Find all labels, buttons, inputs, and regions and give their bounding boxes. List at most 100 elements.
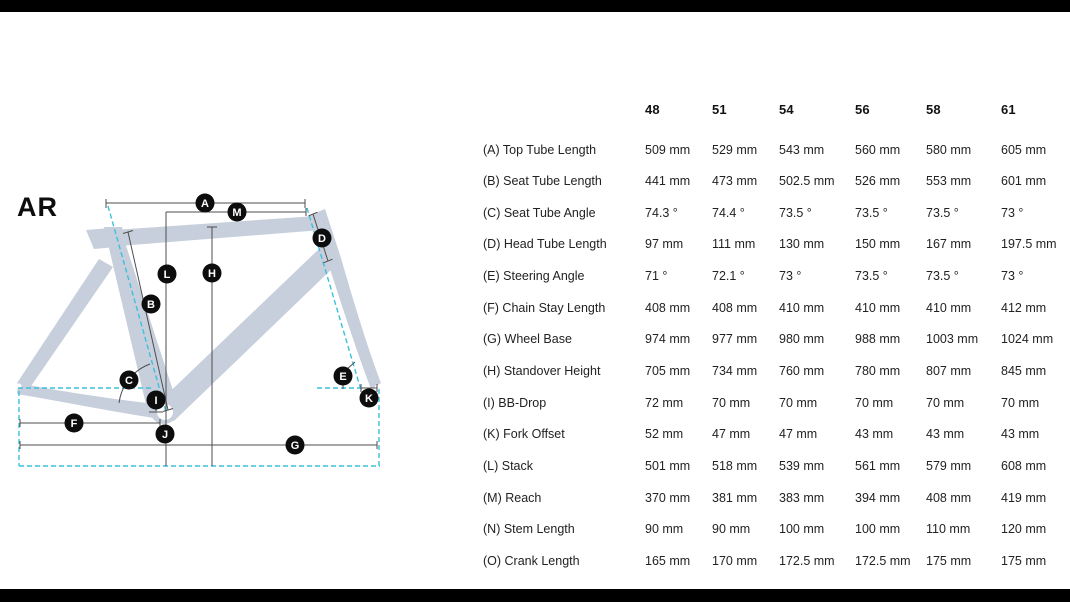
row-value: 70 mm (926, 395, 965, 410)
row-value: 73.5 ° (779, 205, 812, 220)
row-value: 110 mm (926, 522, 971, 537)
row-value: 1024 mm (1001, 332, 1054, 347)
row-value: 561 mm (855, 458, 901, 473)
size-column-header: 51 (712, 101, 727, 117)
row-value: 408 mm (645, 300, 691, 315)
row-value: 74.3 ° (645, 205, 678, 220)
row-label: (C) Seat Tube Angle (483, 205, 596, 220)
marker-M: M (227, 202, 247, 222)
row-value: 605 mm (1001, 142, 1047, 157)
row-value: 408 mm (712, 300, 758, 315)
seat-tube (104, 227, 178, 413)
row-value: 90 mm (645, 522, 684, 537)
table-row: (O) Crank Length 165 mm 170 mm 172.5 mm 172.… (483, 545, 1070, 577)
row-value: 980 mm (779, 332, 825, 347)
svg-text:C: C (125, 375, 133, 387)
svg-text:M: M (232, 207, 241, 219)
svg-text:G: G (291, 440, 300, 452)
row-value: 601 mm (1001, 174, 1047, 189)
row-value: 988 mm (855, 332, 901, 347)
chain-stay-measure-line (19, 419, 161, 427)
row-value: 172.5 mm (779, 553, 835, 568)
wheelbase-measure-line (19, 441, 378, 449)
row-value: 111 mm (712, 237, 756, 252)
row-value: 70 mm (712, 395, 751, 410)
standover-vertical-line (207, 226, 217, 466)
svg-text:H: H (208, 268, 216, 280)
row-value: 410 mm (779, 300, 825, 315)
row-value: 974 mm (645, 332, 691, 347)
row-value: 560 mm (855, 142, 901, 157)
row-value: 502.5 mm (779, 174, 835, 189)
marker-I: I (146, 390, 166, 410)
marker-A: A (195, 193, 215, 213)
row-value: 977 mm (712, 332, 758, 347)
svg-text:B: B (147, 299, 155, 311)
marker-J: J (155, 424, 175, 444)
marker-C: C (119, 370, 139, 390)
row-value: 473 mm (712, 174, 758, 189)
row-value: 74.4 ° (712, 205, 745, 220)
diagram-markers: A M D L H B C E (64, 193, 379, 455)
row-value: 72 mm (645, 395, 684, 410)
size-column-header: 54 (779, 101, 794, 117)
row-value: 383 mm (779, 490, 825, 505)
marker-B: B (141, 294, 161, 314)
row-value: 410 mm (926, 300, 972, 315)
row-value: 518 mm (712, 458, 758, 473)
svg-text:J: J (162, 429, 168, 441)
row-value: 381 mm (712, 490, 758, 505)
row-value: 845 mm (1001, 364, 1047, 379)
row-value: 526 mm (855, 174, 901, 189)
row-value: 165 mm (645, 553, 691, 568)
row-label: (A) Top Tube Length (483, 142, 597, 157)
row-value: 1003 mm (926, 332, 979, 347)
row-label: (D) Head Tube Length (483, 237, 607, 252)
row-value: 705 mm (645, 364, 691, 379)
row-value: 73.5 ° (926, 205, 959, 220)
row-value: 90 mm (712, 522, 751, 537)
model-name-title: AR (17, 192, 58, 222)
row-value: 760 mm (779, 364, 825, 379)
row-value: 120 mm (1001, 522, 1047, 537)
row-value: 150 mm (855, 237, 901, 252)
marker-D: D (312, 228, 332, 248)
row-label: (O) Crank Length (483, 553, 580, 568)
marker-E: E (333, 366, 353, 386)
row-value: 553 mm (926, 174, 972, 189)
table-row: (C) Seat Tube Angle 74.3 ° 74.4 ° 73.5 ° 73.… (483, 197, 1070, 229)
seat-stay (17, 259, 113, 392)
row-value: 73.5 ° (926, 269, 959, 284)
row-value: 70 mm (779, 395, 818, 410)
row-value: 780 mm (855, 364, 901, 379)
row-value: 47 mm (779, 427, 818, 442)
row-value: 167 mm (926, 237, 972, 252)
fork-offset-measure-line (360, 384, 378, 392)
row-value: 70 mm (1001, 395, 1040, 410)
row-value: 175 mm (1001, 553, 1047, 568)
size-column-header: 56 (855, 101, 870, 117)
svg-text:A: A (201, 198, 209, 210)
top-black-bar (0, 0, 1070, 12)
row-value: 734 mm (712, 364, 758, 379)
row-value: 43 mm (855, 427, 894, 442)
size-column-header: 58 (926, 101, 941, 117)
row-value: 412 mm (1001, 300, 1047, 315)
size-column-header: 61 (1001, 101, 1016, 117)
row-value: 100 mm (779, 522, 825, 537)
marker-G: G (285, 435, 305, 455)
bottom-black-bar (0, 589, 1070, 602)
row-value: 175 mm (926, 553, 972, 568)
row-value: 172.5 mm (855, 553, 911, 568)
row-label: (I) BB-Drop (483, 395, 547, 410)
marker-F: F (64, 413, 84, 433)
bike-frame-silhouette (16, 209, 381, 424)
row-value: 170 mm (712, 553, 758, 568)
